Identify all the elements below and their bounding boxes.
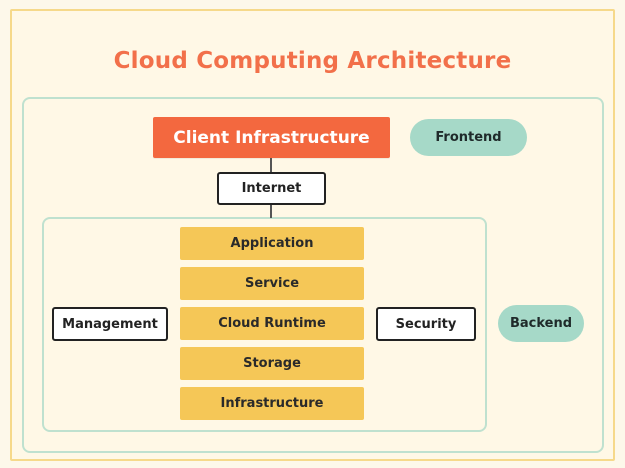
- management-box: Management: [52, 307, 168, 341]
- client-infrastructure-box: Client Infrastructure: [153, 117, 390, 158]
- backend-label: Backend: [498, 305, 584, 342]
- layer-service: Service: [180, 267, 364, 300]
- connector-client-internet: [270, 158, 272, 172]
- backend-frame: [42, 217, 487, 432]
- architecture-frame: [22, 97, 604, 453]
- layer-storage: Storage: [180, 347, 364, 380]
- diagram-title: Cloud Computing Architecture: [113, 48, 512, 74]
- layer-infrastructure: Infrastructure: [180, 387, 364, 420]
- internet-box: Internet: [217, 172, 326, 205]
- frontend-label: Frontend: [410, 119, 527, 156]
- connector-internet-backend: [270, 205, 272, 218]
- layer-cloud-runtime: Cloud Runtime: [180, 307, 364, 340]
- layer-application: Application: [180, 227, 364, 260]
- security-box: Security: [376, 307, 476, 341]
